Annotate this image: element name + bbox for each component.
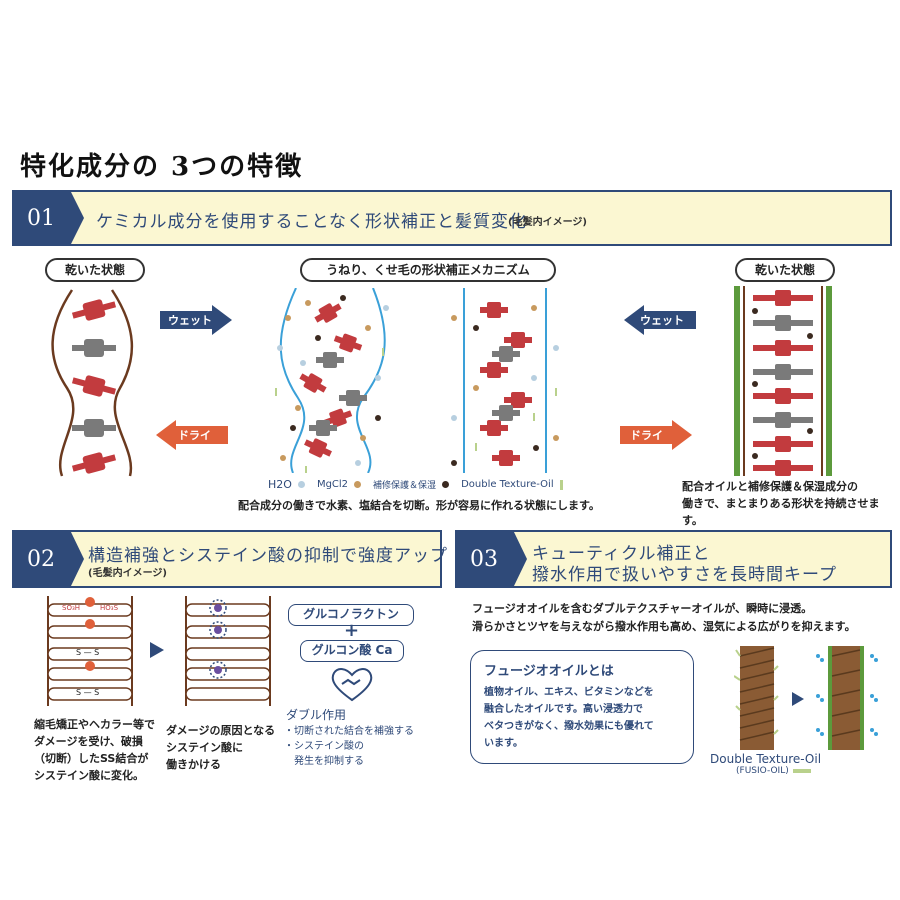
wet-arrow-left-label: ウェット bbox=[168, 314, 212, 327]
mgcl2-dot-icon bbox=[354, 481, 362, 488]
center-caption: 配合成分の働きで水素、塩結合を切断。形が容易に作れる状態にします。 bbox=[238, 499, 600, 512]
fusio-oil-box-title: フュージオオイルとは bbox=[484, 664, 614, 679]
right-caption-1: 配合オイルと補修保護＆保湿成分の bbox=[682, 480, 858, 493]
section1-title: ケミカル成分を使用することなく形状補正と髪質変化 bbox=[96, 212, 527, 232]
legend-h2o: H2O bbox=[268, 478, 292, 491]
legend-mgcl2: MgCl2 bbox=[316, 479, 349, 490]
legend-repair: 補修保護＆保湿 bbox=[373, 481, 437, 491]
oil-sub-label: (FUSIO-OIL) bbox=[736, 766, 811, 776]
section3-number: 03 bbox=[455, 530, 513, 588]
calcium-gluconate-box: グルコン酸 Ca bbox=[300, 640, 404, 662]
caption-left-line: ダメージを受け、破損 bbox=[34, 735, 143, 748]
caption-mid-line: システイン酸に bbox=[166, 741, 243, 754]
legend-oil: Double Texture-Oil bbox=[461, 479, 554, 490]
dry-arrow-left-label: ドライ bbox=[178, 429, 211, 442]
page-title: 特化成分の 3つの特徴 bbox=[20, 152, 304, 182]
bond-unit-gray bbox=[72, 339, 116, 357]
section3-desc-2: 滑らかさとツヤを与えながら撥水作用も高め、湿気による広がりを抑えます。 bbox=[472, 620, 856, 633]
bond-label: HO₃S bbox=[100, 604, 119, 612]
section3-title-line1: キューティクル補正と bbox=[532, 544, 711, 564]
bond-unit-red bbox=[71, 452, 117, 474]
fusio-oil-box bbox=[470, 650, 694, 764]
double-action-list: ・切断された結合を補強する ・システイン酸の 発生を抑制する bbox=[284, 724, 414, 769]
bond-unit-gray bbox=[72, 419, 116, 437]
arrow-right-icon bbox=[792, 692, 804, 706]
double-action-item: 発生を抑制する bbox=[284, 756, 364, 767]
oil-sub-text: (FUSIO-OIL) bbox=[736, 766, 789, 776]
section1-banner bbox=[12, 190, 892, 246]
bond-label: S — S bbox=[76, 648, 100, 657]
bond-unit-red bbox=[71, 299, 117, 321]
water-drop-icon bbox=[816, 654, 878, 736]
wet-arrow-right-label: ウェット bbox=[640, 314, 684, 327]
fusio-oil-line: います。 bbox=[484, 738, 523, 749]
water-dot-icon bbox=[297, 481, 305, 488]
oil-label: Double Texture-Oil bbox=[710, 752, 822, 766]
dry-arrow-right bbox=[620, 420, 692, 450]
caption-mid-line: 働きかける bbox=[166, 758, 221, 771]
caption-mid-line: ダメージの原因となる bbox=[166, 724, 276, 737]
plus-sign: + bbox=[344, 620, 360, 641]
legend: H2O MgCl2 補修保護＆保湿 Double Texture-Oil bbox=[268, 478, 563, 491]
left-state-label: 乾いた状態 bbox=[45, 258, 145, 282]
caption-left: 縮毛矯正やヘカラー等で ダメージを受け、破損 （切断）したSS結合が システイン… bbox=[34, 716, 155, 784]
section2-title: 構造補強とシステイン酸の抑制で強度アップ bbox=[88, 546, 448, 566]
mechanism-label: うねり、くせ毛の形状補正メカニズム bbox=[300, 258, 556, 282]
section1-number: 01 bbox=[12, 190, 70, 246]
mechanism-diagram-dry bbox=[451, 288, 559, 473]
handshake-heart-icon bbox=[331, 668, 373, 702]
bond-label: SO₃H bbox=[62, 604, 81, 612]
section3-desc-1: フュージオオイルを含むダブルテクスチャーオイルが、瞬時に浸透。 bbox=[472, 602, 813, 615]
double-action-item: ・切断された結合を補強する bbox=[284, 726, 414, 737]
caption-mid: ダメージの原因となる システイン酸に 働きかける bbox=[166, 722, 275, 773]
bond-label: S — S bbox=[76, 688, 100, 697]
double-action-title: ダブル作用 bbox=[286, 708, 347, 722]
double-action-item: ・システイン酸の bbox=[284, 741, 364, 752]
right-caption-2: 働きで、まとまりある形状を持続させます。 bbox=[682, 497, 880, 527]
wet-arrow-left bbox=[160, 305, 232, 335]
hair-strand-before bbox=[734, 646, 779, 750]
caption-left-line: 縮毛矯正やヘカラー等で bbox=[34, 718, 155, 731]
section2-subtitle: (毛髪内イメージ) bbox=[88, 568, 167, 579]
right-state-label: 乾いた状態 bbox=[735, 258, 835, 282]
left-hair-diagram bbox=[51, 289, 134, 477]
section1-subtitle: (毛髪内イメージ) bbox=[508, 217, 587, 228]
dry-arrow-left bbox=[156, 420, 228, 450]
oil-bar-icon bbox=[792, 769, 811, 773]
section2-banner-arrow bbox=[70, 530, 84, 588]
section2-number: 02 bbox=[12, 530, 70, 588]
fusio-oil-line: 融合したオイルです。高い浸透力で bbox=[484, 704, 643, 715]
repaired-bond-diagram bbox=[185, 596, 271, 706]
fusio-oil-box-text: 植物オイル、エキス、ビタミンなどを 融合したオイルです。高い浸透力で ベタつきが… bbox=[484, 684, 654, 752]
caption-left-line: システイン酸に変化。 bbox=[34, 769, 144, 782]
section3-banner bbox=[455, 530, 892, 588]
repair-dot-icon bbox=[442, 481, 450, 488]
oil-bar-icon bbox=[559, 479, 563, 490]
gluconolactone-box: グルコノラクトン bbox=[288, 604, 414, 626]
fusio-oil-line: 植物オイル、エキス、ビタミンなどを bbox=[484, 687, 654, 698]
section3-title-line2: 撥水作用で扱いやすさを長時間キープ bbox=[532, 565, 837, 585]
section3-banner-arrow bbox=[513, 530, 527, 588]
section1-banner-arrow bbox=[70, 190, 84, 246]
caption-left-line: （切断）したSS結合が bbox=[34, 752, 149, 765]
hair-strand-after bbox=[816, 646, 878, 750]
arrow-right-icon bbox=[150, 642, 164, 658]
wet-arrow-right bbox=[624, 305, 696, 335]
damaged-bond-diagram bbox=[47, 596, 133, 706]
mechanism-diagram-wet bbox=[275, 288, 389, 473]
fusio-oil-line: ベタつきがなく、撥水効果にも優れて bbox=[484, 721, 654, 732]
dry-arrow-right-label: ドライ bbox=[630, 429, 663, 442]
bond-unit-red bbox=[71, 375, 117, 397]
right-hair-diagram bbox=[734, 286, 832, 476]
